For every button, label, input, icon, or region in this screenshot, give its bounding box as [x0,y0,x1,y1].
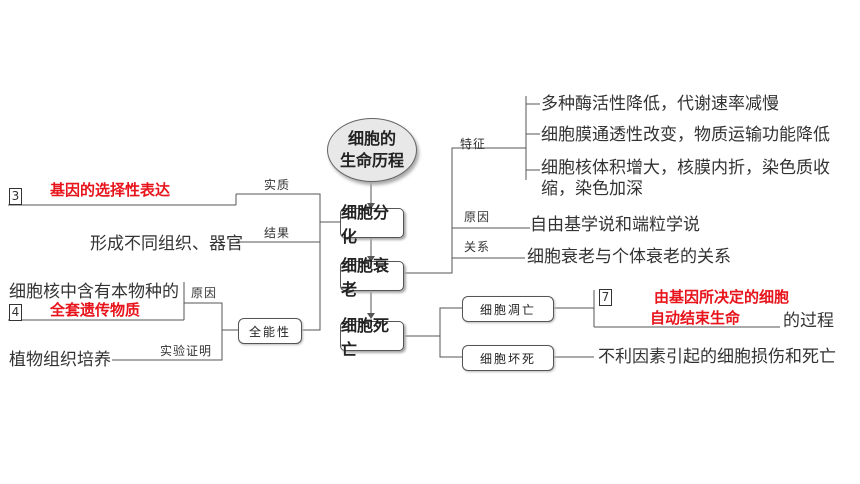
arrowhead-differentiation [367,203,375,209]
center-topic: 细胞的 生命历程 [327,118,417,182]
node-senescence: 细胞衰老 [340,256,404,299]
node-necrosis: 细胞坏死 [462,345,554,371]
blank-number-4: 4 [9,304,22,321]
blank-number-3: 3 [9,188,22,205]
label-relation: 关系 [464,240,491,254]
text-tot-reason: 细胞核中含有本物种的 [9,282,179,302]
branch-relation [451,252,525,259]
arrowhead-death [367,313,375,319]
center-line2: 生命历程 [339,151,404,170]
branch-tot-reason [184,302,238,331]
branch-death [400,307,462,337]
center-line1: 细胞的 [347,129,396,149]
text-feature2: 细胞膜通透性改变，物质运输功能降低 [541,125,830,145]
answer-blank3: 基因的选择性表达 [50,181,171,199]
node-totipotency: 全能性 [238,318,302,344]
answer-blank7-line1: 由基因所决定的细胞 [654,288,790,306]
text-experiment: 植物组织培养 [9,350,111,370]
node-death: 细胞死亡 [340,316,404,359]
branch-features [402,147,526,274]
arrowhead-senescence [367,256,375,262]
text-necrosis: 不利因素引起的细胞损伤和死亡 [598,347,836,367]
branch-necrosis [439,336,462,358]
text-relation: 细胞衰老与个体衰老的关系 [527,247,731,267]
text-sen-reason: 自由基学说和端粒学说 [530,215,700,235]
branch-totipotency [302,221,340,331]
text-feature3-line1: 细胞核体积增大，核膜内折，染色质收 [541,158,830,178]
label-experiment: 实验证明 [160,344,213,358]
node-apoptosis: 细胞凋亡 [462,296,554,322]
branch-experiment [112,330,223,361]
branch-essence [236,193,340,223]
label-essence: 实质 [264,178,291,192]
text-feature1: 多种酶活性降低，代谢速率减慢 [541,94,779,114]
answer-blank4: 全套遗传物质 [50,301,141,319]
node-differentiation: 细胞分化 [340,203,404,246]
label-features: 特征 [460,137,487,151]
label-sen-reason: 原因 [464,210,491,224]
blank-number-7: 7 [599,289,612,306]
text-blank7-suffix: 的过程 [783,311,834,331]
label-tot-reason: 原因 [191,286,218,300]
answer-blank7-line2: 自动结束生命 [650,309,741,327]
text-result: 形成不同组织、器官 [90,234,243,254]
text-feature3-line2: 缩，染色加深 [541,179,643,199]
label-result: 结果 [264,226,291,240]
